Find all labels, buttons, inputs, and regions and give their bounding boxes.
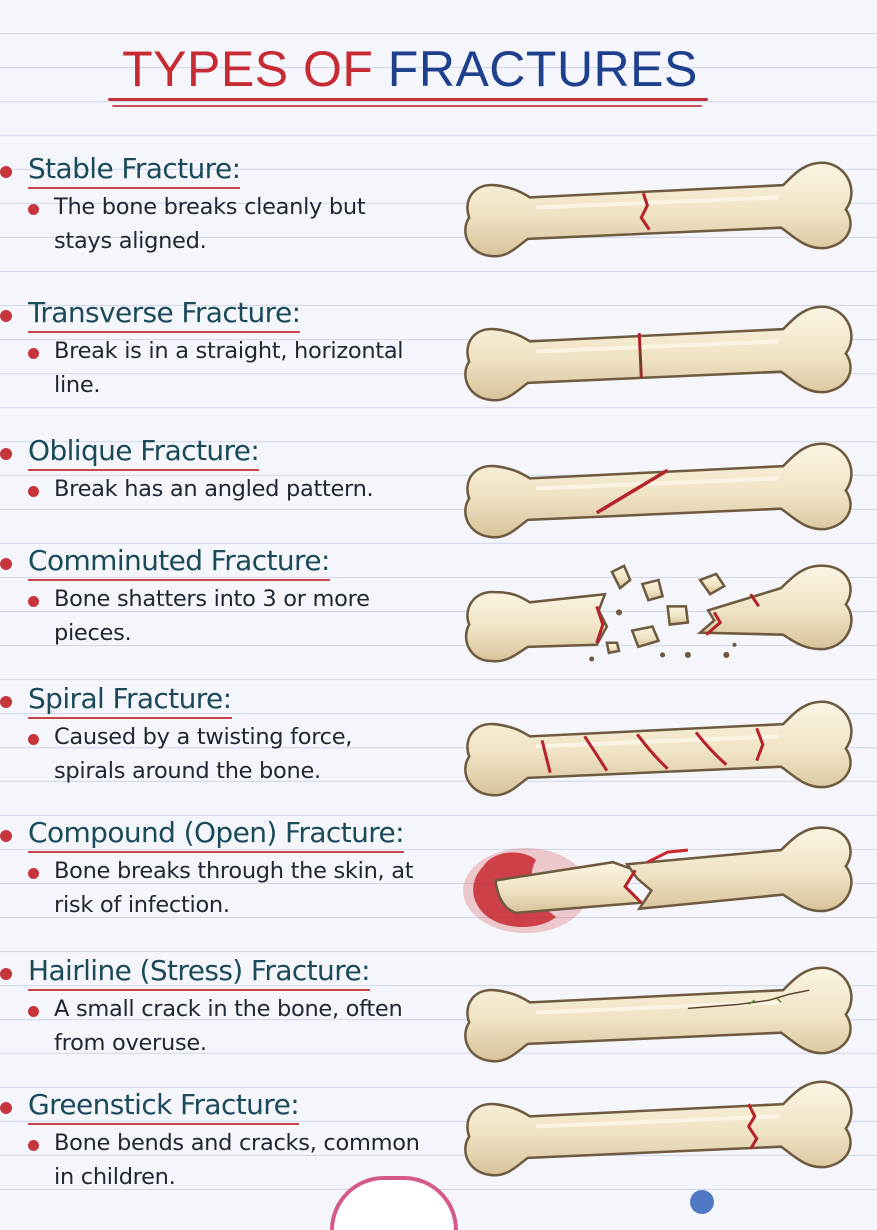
title-word-types-of: TYPES OF xyxy=(122,41,374,97)
fracture-heading: Hairline (Stress) Fracture: xyxy=(28,954,371,991)
decorative-dot xyxy=(690,1190,714,1214)
bullet-icon xyxy=(28,1140,39,1151)
fracture-description: A small crack in the bone, often from ov… xyxy=(54,996,403,1056)
transverse-fracture-bone-illustration xyxy=(455,287,860,422)
fracture-heading: Transverse Fracture: xyxy=(28,296,301,333)
bullet-icon xyxy=(0,448,12,460)
fracture-description: Break has an angled pattern. xyxy=(54,476,374,502)
fracture-heading: Spiral Fracture: xyxy=(28,682,232,719)
bullet-icon xyxy=(28,734,39,745)
oblique-fracture-bone-illustration xyxy=(455,424,860,559)
fracture-description: Bone shatters into 3 or more pieces. xyxy=(54,586,370,646)
fracture-description: Break is in a straight, horizontal line. xyxy=(54,338,404,398)
fracture-description: Bone breaks through the skin, at risk of… xyxy=(54,858,414,918)
fracture-description: Bone bends and cracks, common in childre… xyxy=(54,1130,420,1190)
spiral-fracture-bone-illustration xyxy=(455,682,860,817)
bullet-icon xyxy=(0,558,12,570)
fracture-heading: Greenstick Fracture: xyxy=(28,1088,300,1125)
stable-fracture-bone-illustration xyxy=(455,143,860,278)
bullet-icon xyxy=(28,1006,39,1017)
bullet-icon xyxy=(28,596,39,607)
bullet-icon xyxy=(0,1102,12,1114)
bullet-icon xyxy=(0,166,12,178)
bullet-icon xyxy=(28,348,39,359)
bullet-icon xyxy=(28,486,39,497)
bullet-icon xyxy=(0,310,12,322)
hairline-fracture-bone-illustration xyxy=(455,948,860,1083)
title-underline xyxy=(108,98,708,101)
fracture-heading: Compound (Open) Fracture: xyxy=(28,816,405,853)
title-word-fractures: FRACTURES xyxy=(387,41,698,97)
greenstick-fracture-bone-illustration xyxy=(455,1062,860,1197)
comminuted-fracture-bone-illustration xyxy=(464,564,853,663)
fracture-heading: Comminuted Fracture: xyxy=(28,544,330,581)
fracture-heading: Stable Fracture: xyxy=(28,152,241,189)
title-underline-secondary xyxy=(112,105,702,107)
bullet-icon xyxy=(0,968,12,980)
fracture-description: The bone breaks cleanly but stays aligne… xyxy=(54,194,366,254)
fracture-heading: Oblique Fracture: xyxy=(28,434,260,471)
bullet-icon xyxy=(28,868,39,879)
bullet-icon xyxy=(0,696,12,708)
fracture-description: Caused by a twisting force, spirals arou… xyxy=(54,724,353,784)
page-title: TYPES OF FRACTURES xyxy=(0,40,820,98)
compound-fracture-bone-illustration xyxy=(463,826,853,934)
bullet-icon xyxy=(0,830,12,842)
bullet-icon xyxy=(28,204,39,215)
